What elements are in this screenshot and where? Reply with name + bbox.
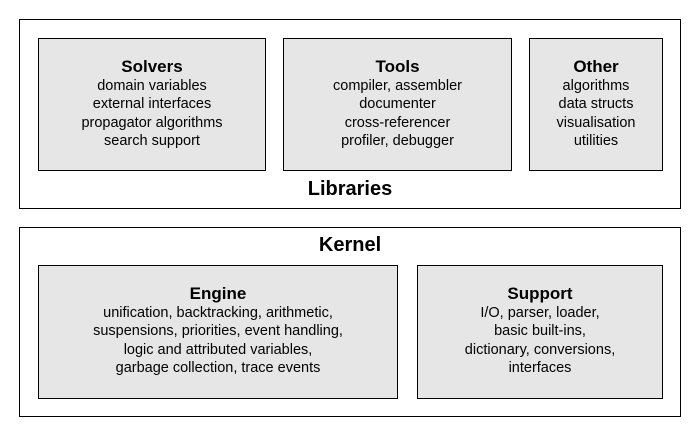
support-box: Support I/O, parser, loader, basic built… <box>417 265 663 399</box>
engine-box: Engine unification, backtracking, arithm… <box>38 265 398 399</box>
tools-title: Tools <box>375 57 420 76</box>
engine-title: Engine <box>189 284 247 303</box>
other-line: utilities <box>573 132 619 149</box>
other-line: visualisation <box>556 114 636 131</box>
engine-line: unification, backtracking, arithmetic, <box>103 305 333 321</box>
support-line: interfaces <box>508 359 572 376</box>
libraries-layer: Solvers domain variables external interf… <box>19 19 681 209</box>
kernel-layer: Kernel Engine unification, backtracking,… <box>19 227 681 417</box>
solvers-title: Solvers <box>121 57 183 76</box>
solvers-line: domain variables <box>97 78 207 94</box>
engine-line: logic and attributed variables, <box>123 341 313 358</box>
other-line: algorithms <box>562 78 630 94</box>
support-line: dictionary, conversions, <box>464 341 616 358</box>
solvers-line: search support <box>104 132 200 149</box>
engine-line: garbage collection, trace events <box>115 359 321 376</box>
tools-line: documenter <box>359 96 436 113</box>
other-line: data structs <box>558 96 634 113</box>
tools-line: cross-referencer <box>344 114 451 131</box>
solvers-line: external interfaces <box>92 96 212 113</box>
support-line: basic built-ins, <box>494 323 586 340</box>
tools-line: profiler, debugger <box>341 132 454 149</box>
other-box: Other algorithms data structs visualisat… <box>529 38 663 171</box>
libraries-title: Libraries <box>307 178 393 200</box>
engine-line: suspensions, priorities, event handling, <box>93 323 343 340</box>
solvers-box: Solvers domain variables external interf… <box>38 38 266 171</box>
support-title: Support <box>507 284 573 303</box>
kernel-title: Kernel <box>318 234 382 256</box>
other-title: Other <box>573 57 619 76</box>
support-line: I/O, parser, loader, <box>480 305 600 321</box>
tools-box: Tools compiler, assembler documenter cro… <box>283 38 512 171</box>
solvers-line: propagator algorithms <box>81 114 223 131</box>
tools-line: compiler, assembler <box>333 78 462 94</box>
